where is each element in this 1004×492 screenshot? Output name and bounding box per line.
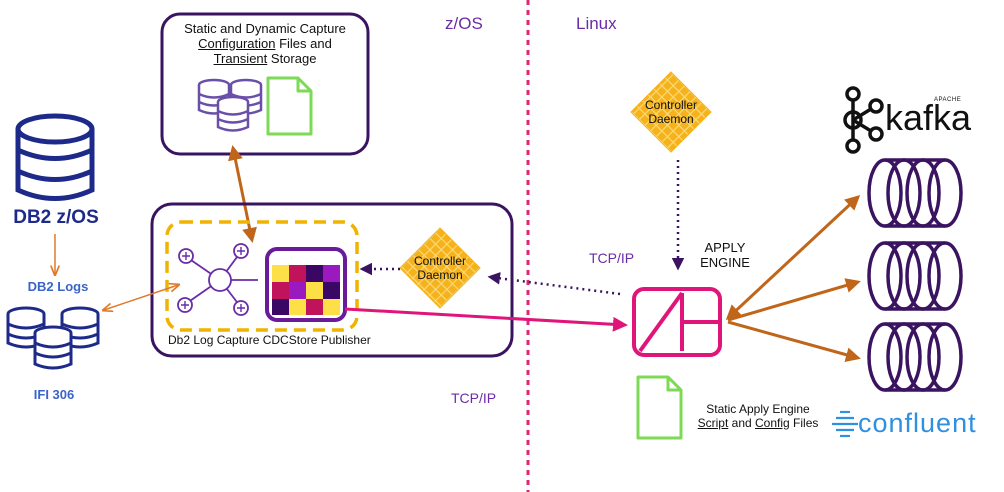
capture-config-line-1: Static and Dynamic Capture — [184, 21, 346, 36]
apply-files-line-2: Script and Config Files — [682, 415, 834, 431]
controller-daemon-right-icon — [630, 71, 712, 153]
confluent-logo-icon — [832, 410, 858, 438]
confluent-wordmark: confluent — [858, 408, 977, 438]
controller-daemon-left-icon — [399, 227, 481, 309]
storage-text: Storage — [267, 50, 317, 66]
controller-daemon-right-label: Controller Daemon — [633, 98, 709, 127]
controller-daemon-left-label: Controller Daemon — [402, 254, 478, 283]
apply-engine-line-2: ENGINE — [700, 254, 750, 270]
engine-to-topic-1-arrow — [725, 194, 861, 321]
apply-files-label: Static Apply Engine Script and Config Fi… — [682, 402, 834, 431]
linux-region-label: Linux — [576, 14, 617, 33]
logs-to-capture-arrow — [104, 285, 178, 310]
kafka-logo-icon — [843, 86, 884, 154]
script-word: Script — [697, 415, 729, 430]
capture-config-text: Static and Dynamic Capture Configuration… — [164, 21, 366, 67]
engine-to-topic-3-arrow — [727, 320, 861, 363]
capture-config-box — [160, 12, 370, 156]
capture-config-line-3: Transient Storage — [164, 50, 366, 67]
tcp-ip-bottom-label: TCP/IP — [451, 390, 497, 406]
capture-config-line-2: Configuration Files and — [164, 35, 366, 52]
files-text: Files — [789, 415, 819, 430]
controller-right-line-1: Controller — [644, 98, 698, 112]
config-database-icon — [197, 78, 263, 132]
publisher-label: Db2 Log Capture CDCStore Publisher — [168, 333, 371, 347]
kafka-topic-2-icon — [867, 241, 963, 311]
config-to-publisher-arrow — [228, 145, 257, 243]
and-text: and — [728, 415, 756, 430]
apply-engine-icon — [632, 287, 722, 357]
config-word: Config — [755, 415, 790, 430]
engine-to-topic-2-arrow — [727, 278, 861, 322]
kafka-apache-label: APACHE — [934, 97, 962, 103]
kafka-topic-1-icon — [867, 158, 963, 228]
cdcstore-grid-icon — [265, 247, 347, 322]
configuration-word: Configuration — [198, 35, 276, 51]
config-file-document-icon — [266, 76, 313, 136]
zos-region-label: z/OS — [445, 14, 483, 33]
apply-engine-file-document-icon — [636, 375, 683, 440]
controller-right-line-2: Daemon — [648, 111, 694, 126]
files-and-text: Files and — [275, 35, 332, 51]
publisher-to-engine-arrow — [344, 307, 628, 332]
controller-left-line-2: Daemon — [417, 267, 463, 282]
db2-logs-database-icon — [6, 306, 100, 370]
transient-word: Transient — [213, 50, 268, 66]
hub-network-icon — [177, 243, 258, 316]
db2-logs-label: DB2 Logs — [27, 279, 89, 294]
db2-zos-title: DB2 z/OS — [13, 207, 99, 228]
ifi-306-label: IFI 306 — [33, 387, 75, 402]
kafka-topic-3-icon — [867, 322, 963, 392]
tcp-ip-top-label: TCP/IP — [589, 250, 635, 266]
engine-to-left-controller-arrow — [487, 272, 621, 296]
apply-files-line-1: Static Apply Engine — [706, 402, 810, 416]
apply-engine-line-1: APPLY — [704, 240, 746, 255]
controller-left-line-1: Controller — [413, 254, 467, 268]
log-capture-dashed-box — [165, 220, 359, 332]
kafka-wordmark: kafka — [885, 97, 972, 138]
apply-engine-label: APPLY ENGINE — [688, 240, 762, 271]
db2-database-icon — [15, 113, 95, 201]
